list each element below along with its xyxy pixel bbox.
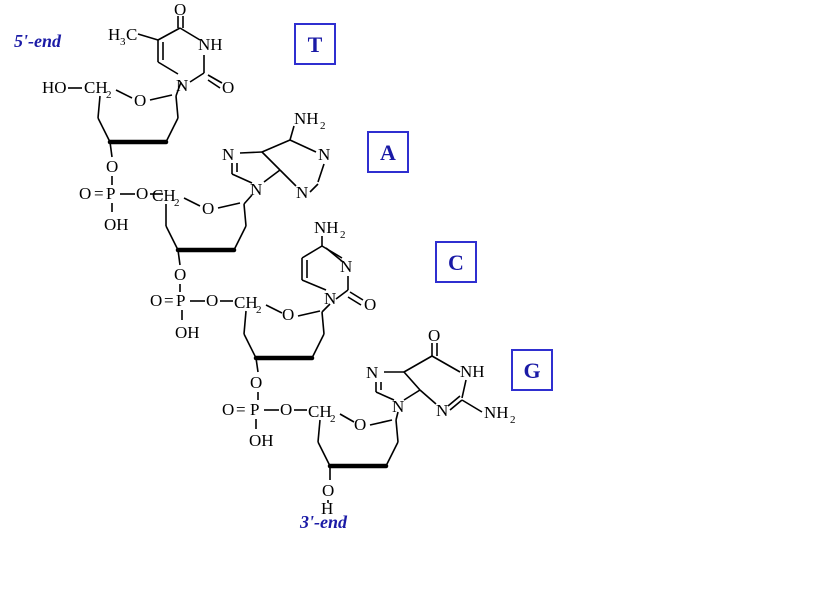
atom-n3: N — [296, 183, 308, 202]
atom-n1: N — [324, 289, 336, 308]
atom-nh2: NH — [314, 218, 339, 237]
atom-ring-o: O — [202, 199, 214, 218]
atom-h3c: H — [108, 25, 120, 44]
atom-3-prime-h: H — [321, 499, 333, 518]
atom-ho: HO — [42, 78, 67, 97]
atom-n3: N — [436, 401, 448, 420]
atom-o-right: O — [222, 78, 234, 97]
atom-bridge-o: O — [206, 291, 218, 310]
atom-n3: N — [340, 257, 352, 276]
atom-nh: NH — [460, 362, 485, 381]
atom-n9: N — [392, 397, 404, 416]
cytosine-nucleotide: CH 2 O O O = P O OH N N — [222, 218, 376, 450]
five-prime-end-label: 5'-end — [14, 31, 62, 51]
atom-ring-o: O — [282, 305, 294, 324]
atom-p: P — [106, 184, 115, 203]
atom-ch2: CH — [308, 402, 332, 421]
three-prime-end-label: 3'-end — [299, 512, 348, 532]
atom-eq: = — [164, 291, 174, 310]
base-letter-g: G — [523, 358, 540, 383]
atom-oh: OH — [175, 323, 200, 342]
atom-oh: OH — [249, 431, 274, 450]
thymine-nucleotide: HO CH 2 O O O = P O OH N — [42, 0, 234, 234]
atom-eq: = — [94, 184, 104, 203]
atom-nh2: NH — [294, 109, 319, 128]
atom-phosphate-o: O — [222, 400, 234, 419]
base-letter-c: C — [448, 250, 464, 275]
atom-n9: N — [250, 180, 262, 199]
atom-ch2: CH — [84, 78, 108, 97]
atom-ring-o: O — [134, 91, 146, 110]
atom-n7: N — [222, 145, 234, 164]
atom-eq: = — [236, 400, 246, 419]
atom-bridge-o: O — [280, 400, 292, 419]
atom-ch2-sub: 2 — [330, 413, 336, 425]
base-box-g: G — [511, 349, 553, 391]
adenine-nucleotide: CH 2 O O O = P O OH N N — [150, 109, 330, 342]
base-box-a: A — [367, 131, 409, 173]
atom-nh2-sub: 2 — [510, 414, 516, 426]
atom-o: O — [428, 326, 440, 345]
atom-ch2: CH — [152, 186, 176, 205]
atom-ch2-sub: 2 — [174, 197, 180, 209]
base-letter-a: A — [380, 140, 396, 165]
atom-nh2: NH — [484, 403, 509, 422]
atom-nh2-sub: 2 — [320, 120, 326, 132]
atom-n1: N — [176, 76, 188, 95]
base-box-c: C — [435, 241, 477, 283]
atom-3-prime-o: O — [250, 373, 262, 392]
atom-bridge-o: O — [136, 184, 148, 203]
atom-3-prime-o: O — [106, 157, 118, 176]
atom-ch2: CH — [234, 293, 258, 312]
atom-o: O — [364, 295, 376, 314]
atom-phosphate-o: O — [150, 291, 162, 310]
atom-oh: OH — [104, 215, 129, 234]
atom-p: P — [250, 400, 259, 419]
atom-ring-o: O — [354, 415, 366, 434]
atom-nh2-sub: 2 — [340, 229, 346, 241]
atom-p: P — [176, 291, 185, 310]
atom-3-prime-o: O — [322, 481, 334, 500]
atom-ch2-sub: 2 — [106, 89, 112, 101]
guanine-nucleotide: CH 2 O O H N N NH N — [308, 326, 516, 518]
atom-3-prime-o: O — [174, 265, 186, 284]
atom-h3c-c: C — [126, 25, 137, 44]
base-letter-t: T — [308, 32, 323, 57]
atom-phosphate-o: O — [79, 184, 91, 203]
atom-ch2-sub: 2 — [256, 304, 262, 316]
base-box-t: T — [294, 23, 336, 65]
atom-n1: N — [318, 145, 330, 164]
atom-nh: NH — [198, 35, 223, 54]
atom-n7: N — [366, 363, 378, 382]
atom-h3c-sub: 3 — [120, 36, 126, 48]
atom-o-top: O — [174, 0, 186, 19]
